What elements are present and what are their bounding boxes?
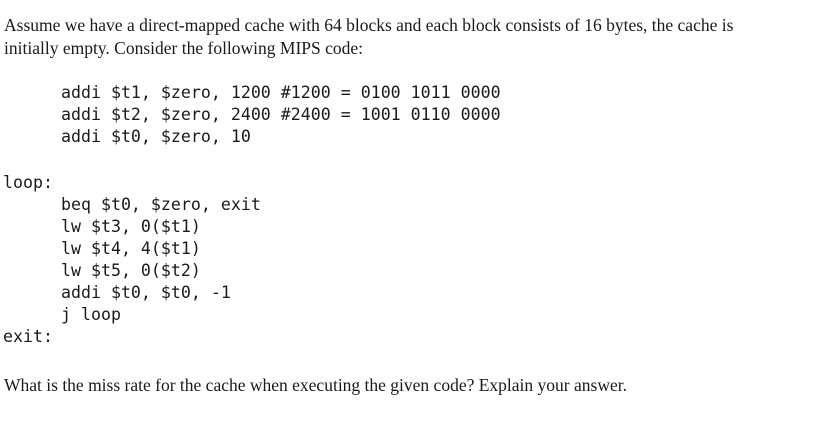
intro-text-line-2: initially empty. Consider the following …: [4, 38, 364, 58]
code-line-loop-1: beq $t0, $zero, exit: [61, 195, 261, 214]
code-line-loop-5: addi $t0, $t0, -1: [61, 283, 231, 302]
code-label-loop: loop:: [3, 173, 53, 192]
code-line-loop-2: lw $t3, 0($t1): [61, 217, 201, 236]
code-line-setup-1: addi $t1, $zero, 1200 #1200 = 0100 1011 …: [61, 83, 501, 102]
code-line-loop-6: j loop: [61, 305, 121, 324]
intro-text-line-1: Assume we have a direct-mapped cache wit…: [4, 15, 734, 35]
code-line-loop-4: lw $t5, 0($t2): [61, 261, 201, 280]
code-line-setup-3: addi $t0, $zero, 10: [61, 127, 251, 146]
code-line-setup-2: addi $t2, $zero, 2400 #2400 = 1001 0110 …: [61, 105, 501, 124]
code-line-loop-3: lw $t4, 4($t1): [61, 239, 201, 258]
code-label-exit: exit:: [3, 327, 53, 346]
question-text: What is the miss rate for the cache when…: [4, 375, 627, 395]
